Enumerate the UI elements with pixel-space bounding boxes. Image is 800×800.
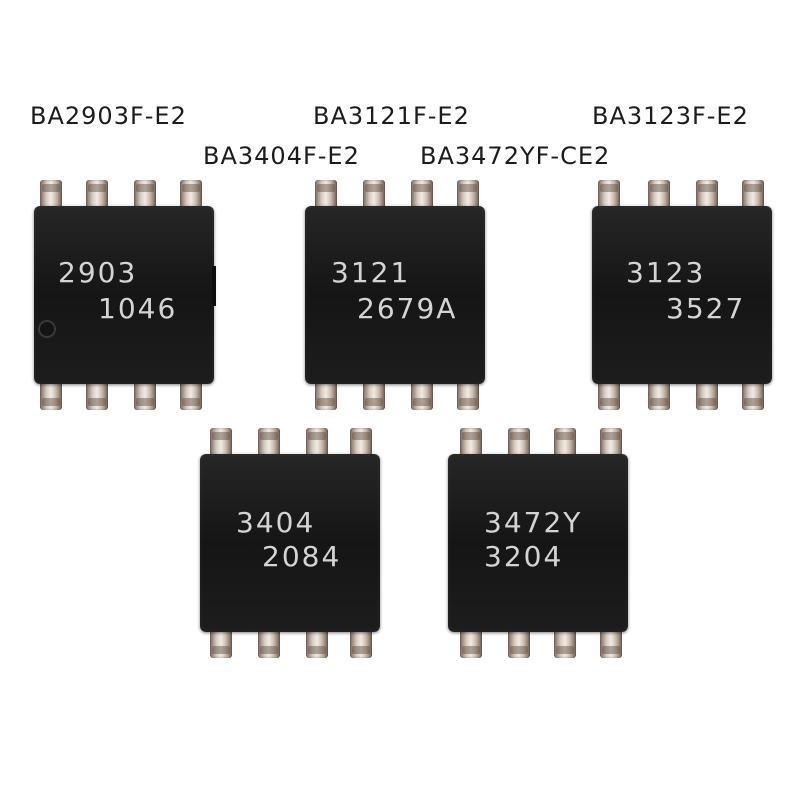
chip-2903: 2903 1046 bbox=[34, 180, 216, 410]
part-label-ba3404f: BA3404F-E2 bbox=[203, 142, 360, 170]
chip-marking-line2: 3527 bbox=[666, 292, 746, 325]
chip-marking-line1: 3472Y bbox=[484, 506, 583, 539]
part-label-ba3121f: BA3121F-E2 bbox=[313, 102, 470, 130]
part-label-ba3472yf: BA3472YF-CE2 bbox=[420, 142, 611, 170]
chip-body bbox=[592, 206, 772, 384]
chip-marking-line2: 2679A bbox=[357, 292, 458, 325]
chip-3123: 3123 3527 bbox=[592, 180, 772, 410]
package-notch bbox=[212, 266, 216, 306]
part-label-ba2903f: BA2903F-E2 bbox=[30, 102, 187, 130]
chip-marking-line1: 2903 bbox=[58, 256, 138, 289]
chip-marking-line2: 1046 bbox=[98, 292, 178, 325]
chip-body bbox=[448, 454, 628, 632]
chip-3404: 3404 2084 bbox=[200, 428, 380, 658]
chip-3121: 3121 2679A bbox=[305, 180, 485, 410]
chip-marking-line1: 3121 bbox=[331, 256, 411, 289]
chip-body bbox=[200, 454, 380, 632]
chip-marking-line2: 2084 bbox=[262, 540, 342, 573]
chip-body bbox=[305, 206, 485, 384]
part-label-ba3123f: BA3123F-E2 bbox=[592, 102, 749, 130]
pin1-dot bbox=[38, 320, 56, 338]
chip-body bbox=[34, 206, 214, 384]
chip-marking-line1: 3123 bbox=[626, 256, 706, 289]
chip-marking-line2: 3204 bbox=[484, 540, 564, 573]
chip-3472y: 3472Y 3204 bbox=[448, 428, 628, 658]
chip-marking-line1: 3404 bbox=[236, 506, 316, 539]
